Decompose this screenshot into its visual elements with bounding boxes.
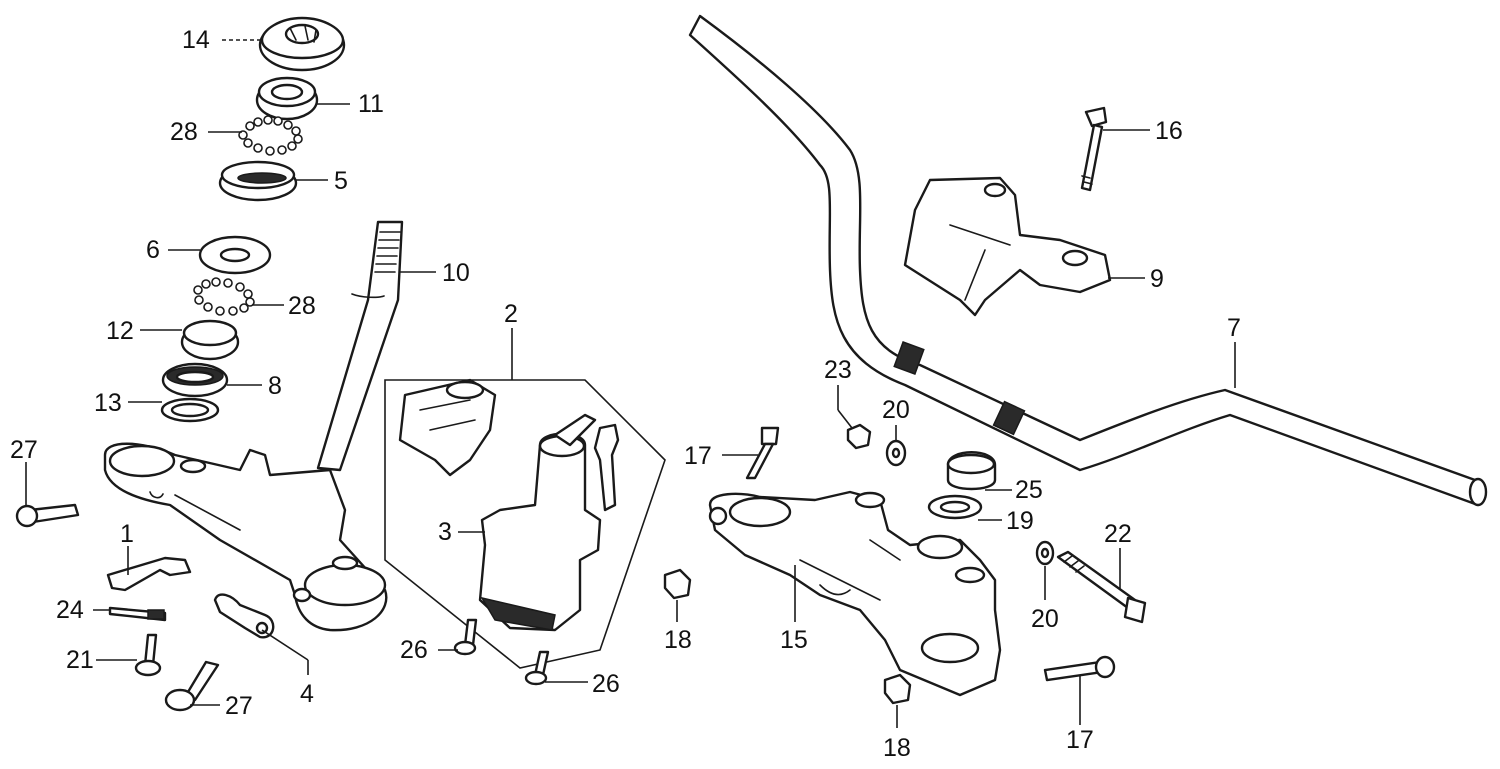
screw-part-21 bbox=[134, 633, 162, 677]
label-23: 23 bbox=[824, 356, 852, 384]
steering-nut-part-14 bbox=[258, 16, 346, 72]
label-6: 6 bbox=[146, 236, 160, 264]
bolt-part-27-left bbox=[15, 503, 80, 528]
bolt-part-17-left bbox=[745, 426, 780, 480]
label-28-bottom: 28 bbox=[288, 292, 316, 320]
washer-part-20-right bbox=[1035, 540, 1055, 566]
handlebar-knurl-left bbox=[893, 341, 925, 375]
ignition-switch-body-part-3 bbox=[478, 413, 620, 632]
label-7: 7 bbox=[1227, 314, 1241, 342]
stopper-part-4 bbox=[213, 593, 275, 639]
cap-part-25 bbox=[946, 451, 997, 491]
screw-part-26-right bbox=[524, 650, 550, 686]
label-25: 25 bbox=[1015, 476, 1043, 504]
label-12: 12 bbox=[106, 317, 134, 345]
label-14: 14 bbox=[182, 26, 210, 54]
label-18-bottom: 18 bbox=[883, 734, 911, 762]
label-27-left: 27 bbox=[10, 436, 38, 464]
bottom-cone-race-part-12 bbox=[180, 319, 240, 361]
dust-seal-part-13 bbox=[160, 397, 220, 423]
label-20-top: 20 bbox=[882, 396, 910, 424]
bolt-part-16 bbox=[1080, 106, 1108, 192]
leader-lines bbox=[25, 39, 1236, 728]
label-4: 4 bbox=[300, 680, 314, 708]
label-13: 13 bbox=[94, 389, 122, 417]
label-15: 15 bbox=[780, 626, 808, 654]
label-9: 9 bbox=[1150, 265, 1164, 293]
nut-part-23 bbox=[846, 423, 872, 450]
bolt-part-17-bottom bbox=[1043, 655, 1116, 682]
label-22: 22 bbox=[1104, 520, 1132, 548]
label-1: 1 bbox=[120, 520, 134, 548]
label-16: 16 bbox=[1155, 117, 1183, 145]
handlebar-knurl-right bbox=[992, 400, 1026, 436]
washer-part-20-top bbox=[885, 439, 907, 467]
label-19: 19 bbox=[1006, 507, 1034, 535]
label-17-bottom: 17 bbox=[1066, 726, 1094, 754]
nut-part-18-left bbox=[663, 568, 692, 600]
bolt-part-22 bbox=[1056, 550, 1147, 624]
handlebar-part-7 bbox=[688, 14, 1488, 507]
label-8: 8 bbox=[268, 372, 282, 400]
label-17-left: 17 bbox=[684, 442, 712, 470]
bottom-ball-race-part-8 bbox=[161, 362, 229, 398]
label-26-right: 26 bbox=[592, 670, 620, 698]
label-26-left: 26 bbox=[400, 636, 428, 664]
top-ball-race-part-5 bbox=[218, 160, 298, 202]
top-bridge-part-15 bbox=[708, 490, 1002, 697]
label-27-bottom: 27 bbox=[225, 692, 253, 720]
label-2: 2 bbox=[504, 300, 518, 328]
bolt-part-27-bottom bbox=[164, 660, 220, 712]
label-20-right: 20 bbox=[1031, 605, 1059, 633]
top-cone-race-part-11 bbox=[255, 76, 319, 121]
dust-seal-part-6 bbox=[198, 235, 272, 275]
pin-part-24 bbox=[108, 606, 167, 622]
screw-part-26-left bbox=[453, 618, 478, 656]
nut-part-18-bottom bbox=[883, 673, 912, 705]
callout-labels: 14 11 28 5 6 10 28 12 8 13 27 1 24 21 27… bbox=[10, 26, 1241, 762]
handlebar-holder-part-9 bbox=[903, 176, 1112, 317]
steering-stem-part-10 bbox=[103, 220, 404, 632]
label-5: 5 bbox=[334, 167, 348, 195]
label-21: 21 bbox=[66, 646, 94, 674]
label-28-top: 28 bbox=[170, 118, 198, 146]
bracket-part-1 bbox=[106, 556, 192, 592]
ignition-switch-assembly-part-2 bbox=[384, 378, 666, 669]
steel-balls-part-28-top bbox=[238, 115, 303, 156]
steel-balls-part-28-bottom bbox=[193, 277, 255, 316]
label-24: 24 bbox=[56, 596, 84, 624]
label-10: 10 bbox=[442, 259, 470, 287]
label-3: 3 bbox=[438, 518, 452, 546]
washer-part-19 bbox=[927, 494, 983, 520]
label-18-left: 18 bbox=[664, 626, 692, 654]
label-11: 11 bbox=[358, 90, 384, 118]
